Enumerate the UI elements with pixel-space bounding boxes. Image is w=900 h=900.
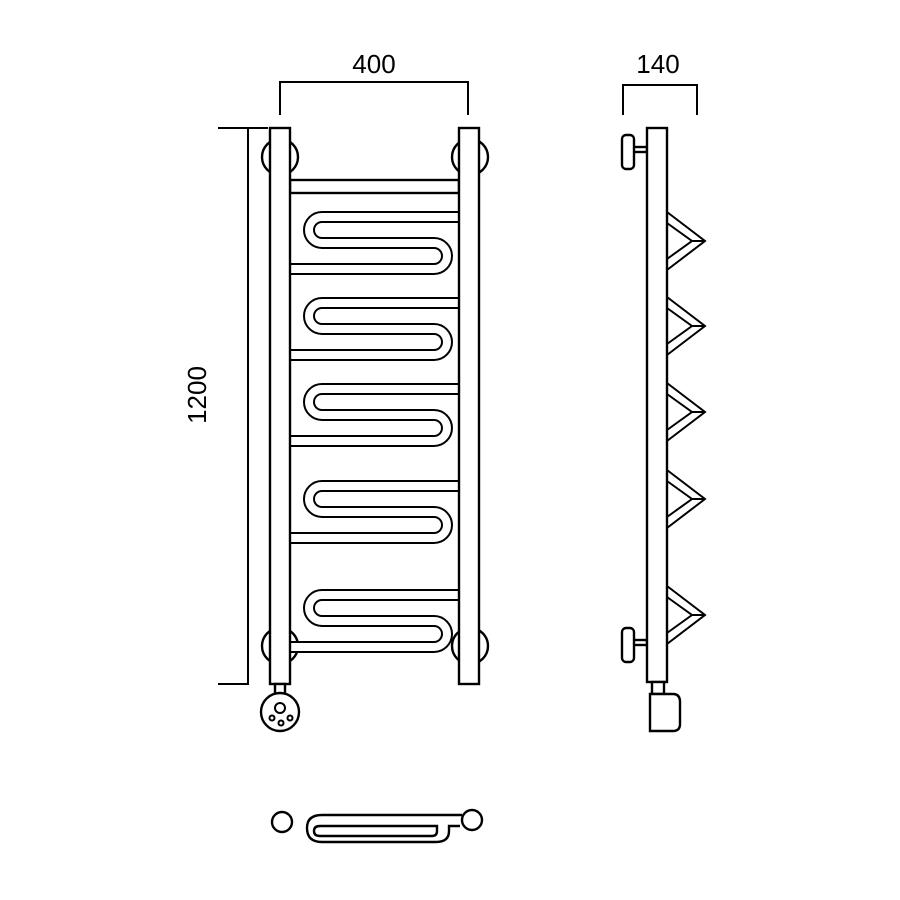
depth-label: 140 xyxy=(636,49,679,79)
zigzag-section xyxy=(666,585,707,645)
height-dimension: 1200 xyxy=(182,127,268,685)
s-sections xyxy=(290,211,459,653)
top-crossbar xyxy=(288,178,461,195)
side-view xyxy=(620,126,707,733)
zigzag-sections xyxy=(666,211,707,645)
heating-element xyxy=(259,682,301,733)
zigzag-section xyxy=(666,469,707,529)
width-dimension: 400 xyxy=(279,49,469,115)
s-section xyxy=(290,297,459,361)
zigzag-section xyxy=(666,382,707,442)
side-rail xyxy=(645,126,669,684)
zigzag-section xyxy=(666,296,707,356)
right-rail xyxy=(457,126,481,686)
s-section xyxy=(290,480,459,544)
height-label: 1200 xyxy=(182,366,212,424)
depth-dimension: 140 xyxy=(622,49,698,115)
left-rail xyxy=(268,126,292,686)
side-heating-element xyxy=(648,680,682,733)
side-wall-mounts xyxy=(620,133,649,664)
zigzag-section xyxy=(666,211,707,271)
s-section xyxy=(290,589,459,653)
front-view xyxy=(259,126,490,733)
top-view xyxy=(270,808,484,844)
s-section xyxy=(290,211,459,275)
s-section xyxy=(290,383,459,447)
width-label: 400 xyxy=(352,49,395,79)
